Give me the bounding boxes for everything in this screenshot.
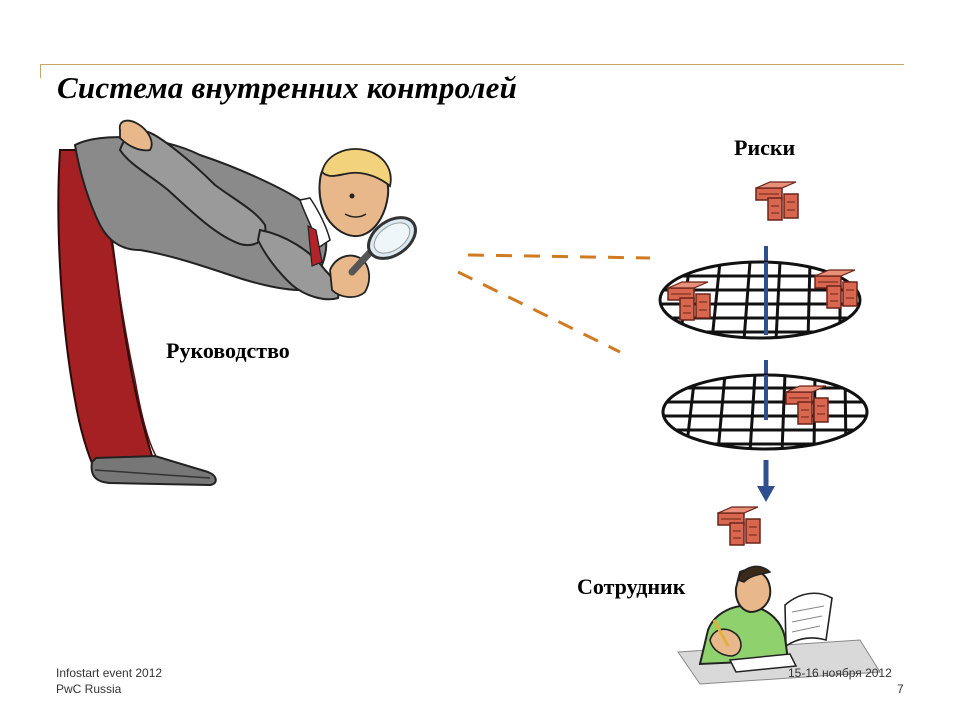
sight-line-upper: [467, 253, 651, 260]
manager-figure: [57, 119, 417, 487]
arrow-down-icon: [757, 460, 775, 502]
control-grid-lower: [661, 373, 869, 451]
sight-line-lower: [457, 270, 621, 354]
footer-event: Infostart event 2012: [56, 666, 163, 680]
employee-label: Сотрудник: [577, 574, 686, 599]
management-label: Руководство: [166, 338, 290, 363]
page-number: 7: [897, 682, 904, 696]
title-rule-tick: [40, 64, 41, 78]
hair: [321, 148, 392, 188]
risks-label: Риски: [734, 135, 796, 160]
shoes: [90, 454, 217, 487]
slide-title: Система внутренних контролей: [57, 70, 518, 105]
magnifying-glass-icon: [348, 216, 417, 276]
employee-figure: [677, 565, 881, 685]
risk-bricks-bottom: [717, 506, 761, 546]
footer-date: 15-16 ноября 2012: [788, 666, 892, 680]
footer-organization: PwC Russia: [56, 682, 122, 696]
title-rule: [40, 64, 904, 65]
risk-bricks-top: [755, 181, 799, 221]
